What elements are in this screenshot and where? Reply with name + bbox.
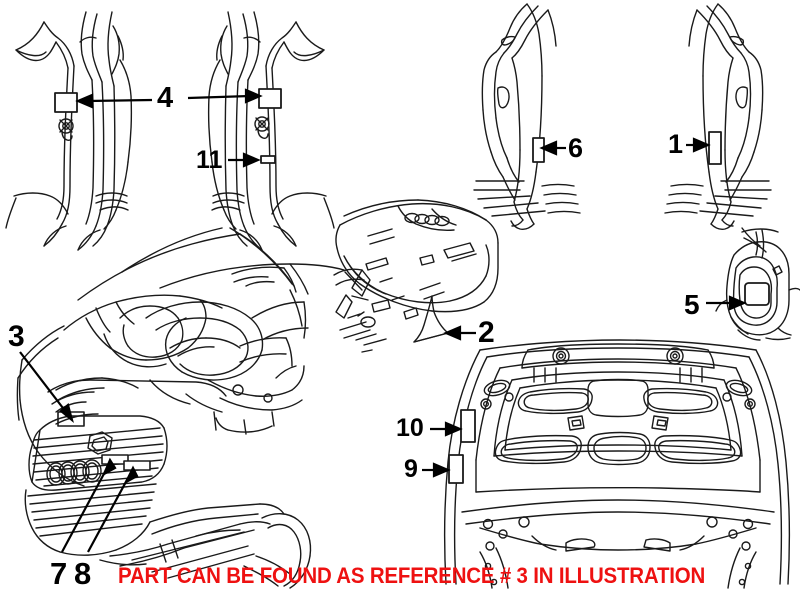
arrowhead-10 — [444, 421, 463, 437]
hood-lower-marker — [448, 454, 464, 484]
callout-label-8: 8 — [74, 556, 92, 591]
callout-label-4: 4 — [157, 82, 174, 114]
view-rear-deck — [333, 199, 499, 353]
arrowhead-7 — [101, 457, 117, 477]
view-b-pillar-left — [5, 11, 133, 251]
callout-label-1: 1 — [668, 129, 684, 159]
leader-8 — [87, 477, 129, 553]
reference-note: PART CAN BE FOUND AS REFERENCE # 3 IN IL… — [118, 563, 706, 588]
arrowhead-9 — [432, 462, 451, 478]
grille-marker-left — [101, 454, 129, 465]
view-partial-panel-top-right — [741, 228, 779, 259]
view-b-pillar-right — [207, 11, 335, 251]
arrowhead-4-left — [75, 93, 94, 109]
callout-label-5: 5 — [684, 289, 700, 320]
callout-label-10: 10 — [396, 414, 424, 442]
hood-upper-marker — [460, 409, 476, 443]
callout-label-9: 9 — [404, 455, 418, 483]
rear-quarter-panel-right-marker — [708, 131, 722, 165]
callout-label-7: 7 — [50, 556, 68, 591]
view-rear-quarter-panel-left — [473, 3, 581, 230]
view-hood-underside — [443, 339, 791, 589]
callout-label-2: 2 — [478, 316, 495, 349]
arrowhead-1 — [692, 137, 711, 153]
callout-label-6: 6 — [568, 133, 584, 163]
callout-label-3: 3 — [8, 320, 25, 353]
view-fuel-door — [715, 227, 800, 341]
fuel-door-marker — [744, 282, 770, 306]
leader-4-right — [187, 94, 251, 100]
arrowhead-11 — [242, 152, 261, 168]
callout-label-11: 11 — [196, 146, 223, 174]
view-rear-quarter-panel-right — [664, 3, 772, 230]
arrowhead-2 — [443, 325, 462, 341]
arrowhead-4-right — [244, 88, 263, 104]
grille-marker-right — [123, 460, 151, 471]
leader-7 — [61, 469, 107, 553]
b-pillar-marker-right — [258, 88, 282, 109]
b-pillar-marker-left — [54, 92, 78, 113]
leader-3 — [19, 351, 67, 413]
rear-quarter-panel-left-marker — [532, 137, 545, 163]
view-engine-bay — [16, 227, 345, 589]
leader-4-left — [87, 98, 153, 103]
arrowhead-6 — [539, 140, 558, 156]
arrowhead-5 — [728, 295, 747, 311]
arrowhead-8 — [123, 465, 139, 485]
b-pillar-small-marker — [260, 155, 276, 164]
arrowhead-3 — [59, 403, 74, 424]
leader-lines — [19, 88, 747, 553]
